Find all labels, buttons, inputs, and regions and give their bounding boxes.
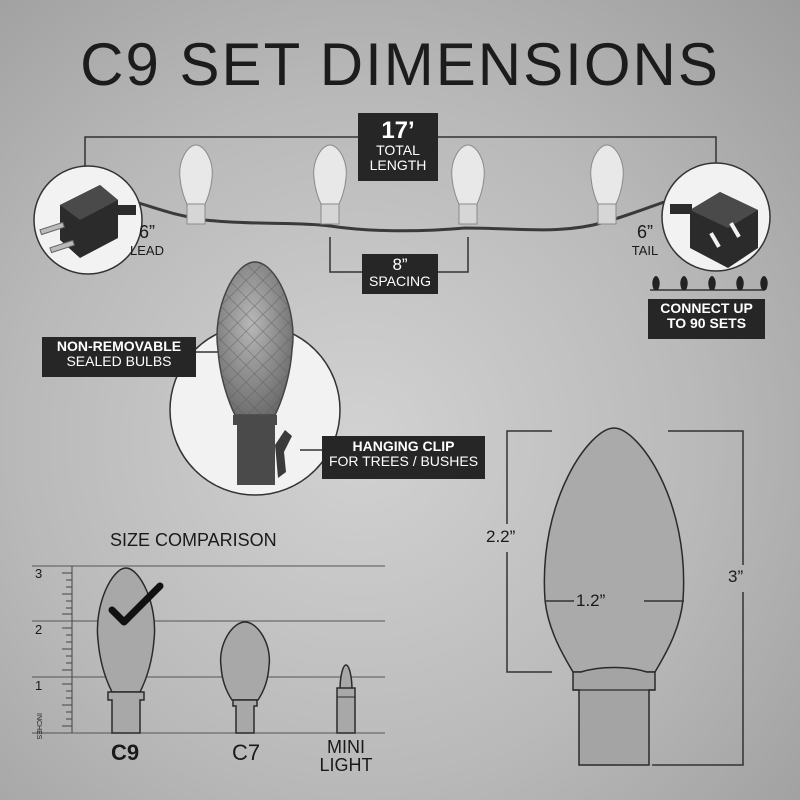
total-length-label: 17’ TOTAL LENGTH xyxy=(358,113,438,181)
sealed-line2: SEALED BULBS xyxy=(66,352,172,369)
spacing-bracket xyxy=(329,237,469,273)
tail-text: TAIL xyxy=(631,243,659,258)
c7-comparison-bulb xyxy=(219,621,271,734)
c9-label: C9 xyxy=(110,740,140,765)
mini-light-comparison-bulb xyxy=(336,664,356,734)
spacing-label: 8” SPACING xyxy=(362,254,438,294)
mini-light-label: MINI LIGHT xyxy=(306,738,386,774)
connect-bulbs-row xyxy=(650,276,768,291)
lead-label: 6” LEAD xyxy=(127,222,167,258)
sealed-line1: NON-REMOVABLE xyxy=(56,338,182,354)
male-plug xyxy=(33,165,143,275)
lead-text: LEAD xyxy=(130,243,164,258)
tail-value: 6” xyxy=(636,222,653,242)
ruler-tick-2: 2 xyxy=(35,622,43,637)
width-1-2-label: 1.2” xyxy=(576,591,606,610)
height-2-2-label: 2.2” xyxy=(486,527,516,546)
spacing-value: 8” xyxy=(392,255,408,274)
large-c9-bulb xyxy=(543,427,685,766)
height-3-label: 3” xyxy=(728,567,744,586)
c9-comparison-bulb xyxy=(96,567,156,734)
sealed-bulbs-label: NON-REMOVABLE SEALED BULBS xyxy=(42,337,196,377)
total-length-value: 17’ xyxy=(381,117,415,144)
connect-label: CONNECT UP TO 90 SETS xyxy=(648,299,765,339)
connect-line1: CONNECT UP xyxy=(660,300,753,316)
string-bulb xyxy=(590,144,624,225)
spacing-text: SPACING xyxy=(369,272,431,289)
page-title: C9 SET DIMENSIONS xyxy=(80,31,720,98)
checkmark-icon xyxy=(108,582,164,626)
connect-line2: TO 90 SETS xyxy=(666,314,747,331)
string-bulb xyxy=(313,144,347,225)
large-bulb-dimensions xyxy=(506,430,744,766)
ruler-unit: INCHES xyxy=(35,713,42,740)
string-bulb xyxy=(451,144,485,225)
clip-line2: FOR TREES / BUSHES xyxy=(328,452,479,469)
c7-label: C7 xyxy=(231,740,261,765)
total-length-line1: TOTAL xyxy=(376,142,420,159)
ruler-tick-1: 1 xyxy=(35,678,43,693)
bulb-closeup xyxy=(169,261,341,496)
total-length-line2: LENGTH xyxy=(369,156,427,173)
tail-label: 6” TAIL xyxy=(625,222,665,258)
mini-light-line1: MINI xyxy=(327,737,365,757)
size-ruler xyxy=(32,565,385,734)
string-bulb xyxy=(179,144,213,225)
female-plug xyxy=(661,162,771,272)
hanging-clip-label: HANGING CLIP FOR TREES / BUSHES xyxy=(322,436,485,479)
clip-line1: HANGING CLIP xyxy=(352,438,455,454)
ruler-tick-3: 3 xyxy=(35,566,43,581)
size-comparison-title: SIZE COMPARISON xyxy=(110,530,277,550)
lead-value: 6” xyxy=(138,222,155,242)
mini-light-line2: LIGHT xyxy=(319,755,373,775)
